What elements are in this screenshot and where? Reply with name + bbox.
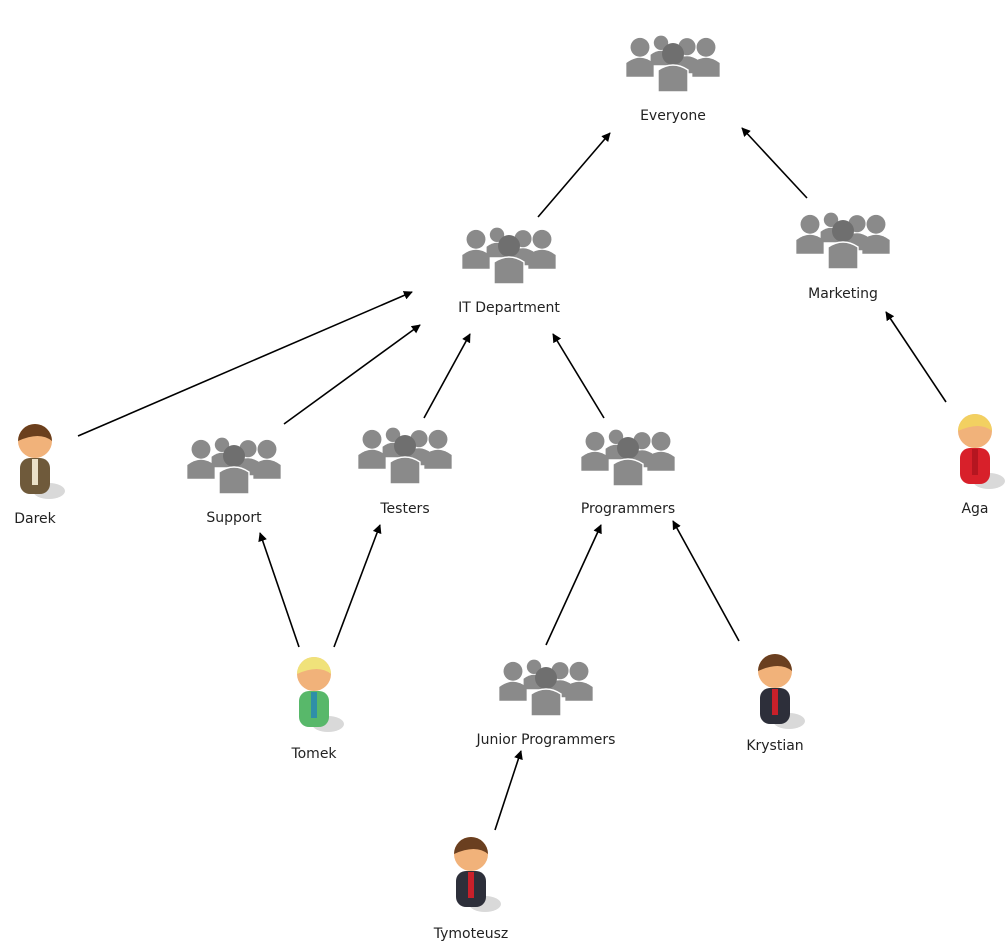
node-label: Support [206,510,262,526]
group-node-it: IT Department [458,227,560,316]
group-icon [462,227,556,285]
node-label: IT Department [458,300,560,316]
group-node-marketing: Marketing [796,212,890,302]
group-icon [626,35,720,93]
group-node-programmers: Programmers [581,429,675,517]
user-krystian-icon [758,654,805,729]
edge-tomek-to-support [258,532,300,648]
group-icon [581,429,675,487]
group-node-support: Support [187,437,281,526]
group-node-junior: Junior Programmers [476,659,616,748]
node-label: Krystian [746,738,803,754]
edge-marketing-to-everyone [741,127,808,199]
node-label: Marketing [808,286,878,302]
edges [77,127,947,831]
edge-krystian-to-programmers [672,520,740,642]
node-label: Aga [961,501,988,517]
group-icon [358,427,452,485]
node-label: Everyone [640,108,706,124]
user-node-tymoteusz: Tymoteusz [433,837,508,942]
user-tomek-icon [297,657,344,732]
edge-programmers-to-it [552,333,605,419]
group-node-testers: Testers [358,427,452,517]
user-node-krystian: Krystian [746,654,805,754]
group-icon [796,212,890,270]
edge-testers-to-it [423,333,471,419]
edge-tymoteusz-to-junior [494,750,523,831]
edge-support-to-it [283,324,421,425]
node-label: Programmers [581,501,675,517]
group-node-everyone: Everyone [626,35,720,124]
user-aga-icon [958,414,1005,489]
user-node-aga: Aga [958,414,1005,517]
group-icon [499,659,593,717]
node-label: Tomek [290,746,337,762]
group-icon [187,437,281,495]
user-node-darek: Darek [14,424,65,527]
edge-tomek-to-testers [333,524,382,648]
user-node-tomek: Tomek [290,657,344,762]
node-label: Darek [14,511,56,527]
user-darek-icon [18,424,65,499]
edge-darek-to-it [77,291,413,437]
node-label: Junior Programmers [476,732,616,748]
node-label: Tymoteusz [433,926,508,942]
user-tymoteusz-icon [454,837,501,912]
node-label: Testers [379,501,429,517]
edge-aga-to-marketing [885,311,947,403]
edge-it-to-everyone [537,132,611,218]
edge-junior-to-programmers [545,524,602,646]
